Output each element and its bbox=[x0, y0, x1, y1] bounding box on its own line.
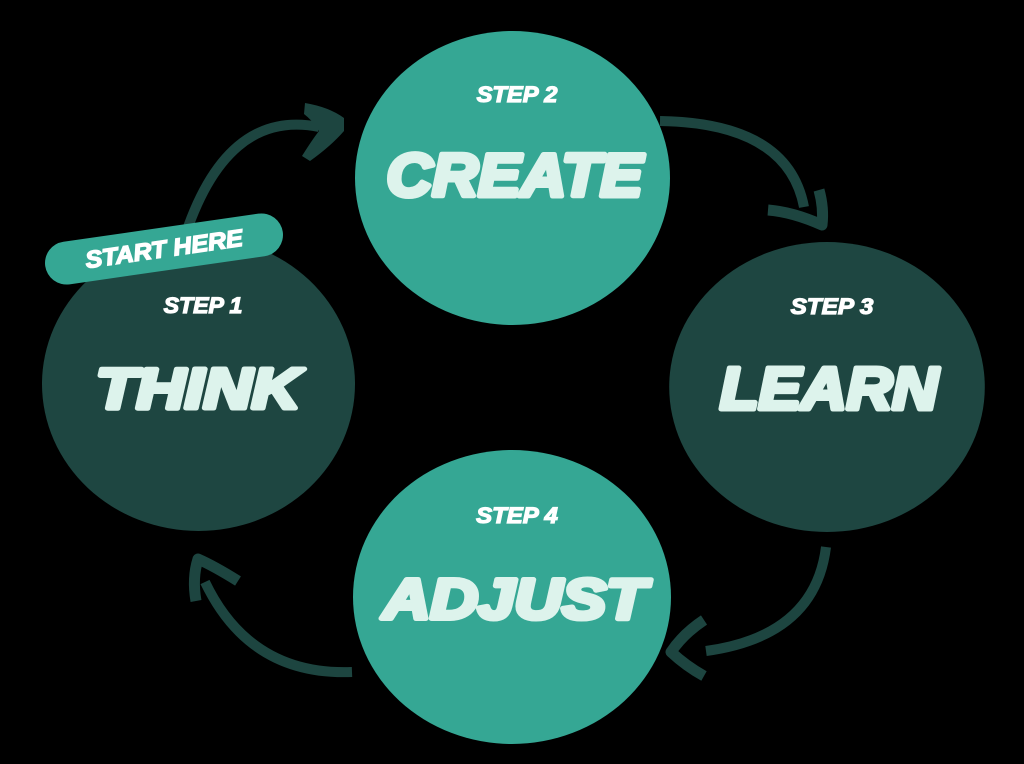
svg-text:STEP 2: STEP 2 bbox=[477, 82, 558, 107]
svg-text:STEP 4: STEP 4 bbox=[476, 503, 558, 528]
svg-text:CREATE: CREATE bbox=[387, 142, 645, 209]
svg-text:STEP 1: STEP 1 bbox=[164, 293, 243, 318]
svg-text:THINK: THINK bbox=[96, 357, 306, 420]
svg-text:ADJUST: ADJUST bbox=[380, 569, 651, 632]
svg-text:LEARN: LEARN bbox=[720, 357, 940, 422]
svg-text:STEP 3: STEP 3 bbox=[791, 294, 874, 319]
